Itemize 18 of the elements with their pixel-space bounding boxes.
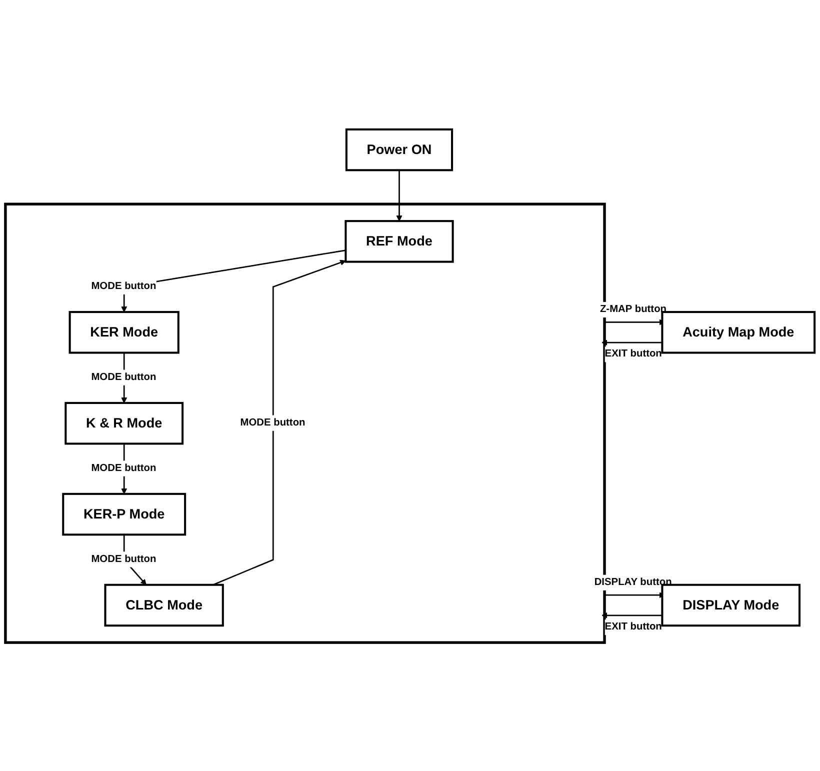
node-box: CLBC Mode xyxy=(104,583,224,626)
arrow xyxy=(396,170,402,221)
node-box: Acuity Map Mode xyxy=(661,310,816,354)
node-box: KER Mode xyxy=(68,310,180,354)
node-box: K & R Mode xyxy=(64,401,184,444)
node-box: Power ON xyxy=(345,128,454,171)
edge-label: MODE button xyxy=(91,552,156,564)
edge-label: MODE button xyxy=(91,462,156,474)
edge-label: MODE button xyxy=(91,370,156,382)
edge-label: EXIT button xyxy=(604,620,662,632)
edge-label: EXIT button xyxy=(604,347,662,359)
arrow xyxy=(602,339,662,346)
node-box: KER-P Mode xyxy=(62,492,186,536)
edge-label: MODE button xyxy=(91,280,156,292)
arrow xyxy=(602,612,662,618)
edge-label: Z-MAP button xyxy=(600,302,667,314)
node-box: REF Mode xyxy=(344,220,454,262)
edge-label: MODE button xyxy=(240,416,306,428)
